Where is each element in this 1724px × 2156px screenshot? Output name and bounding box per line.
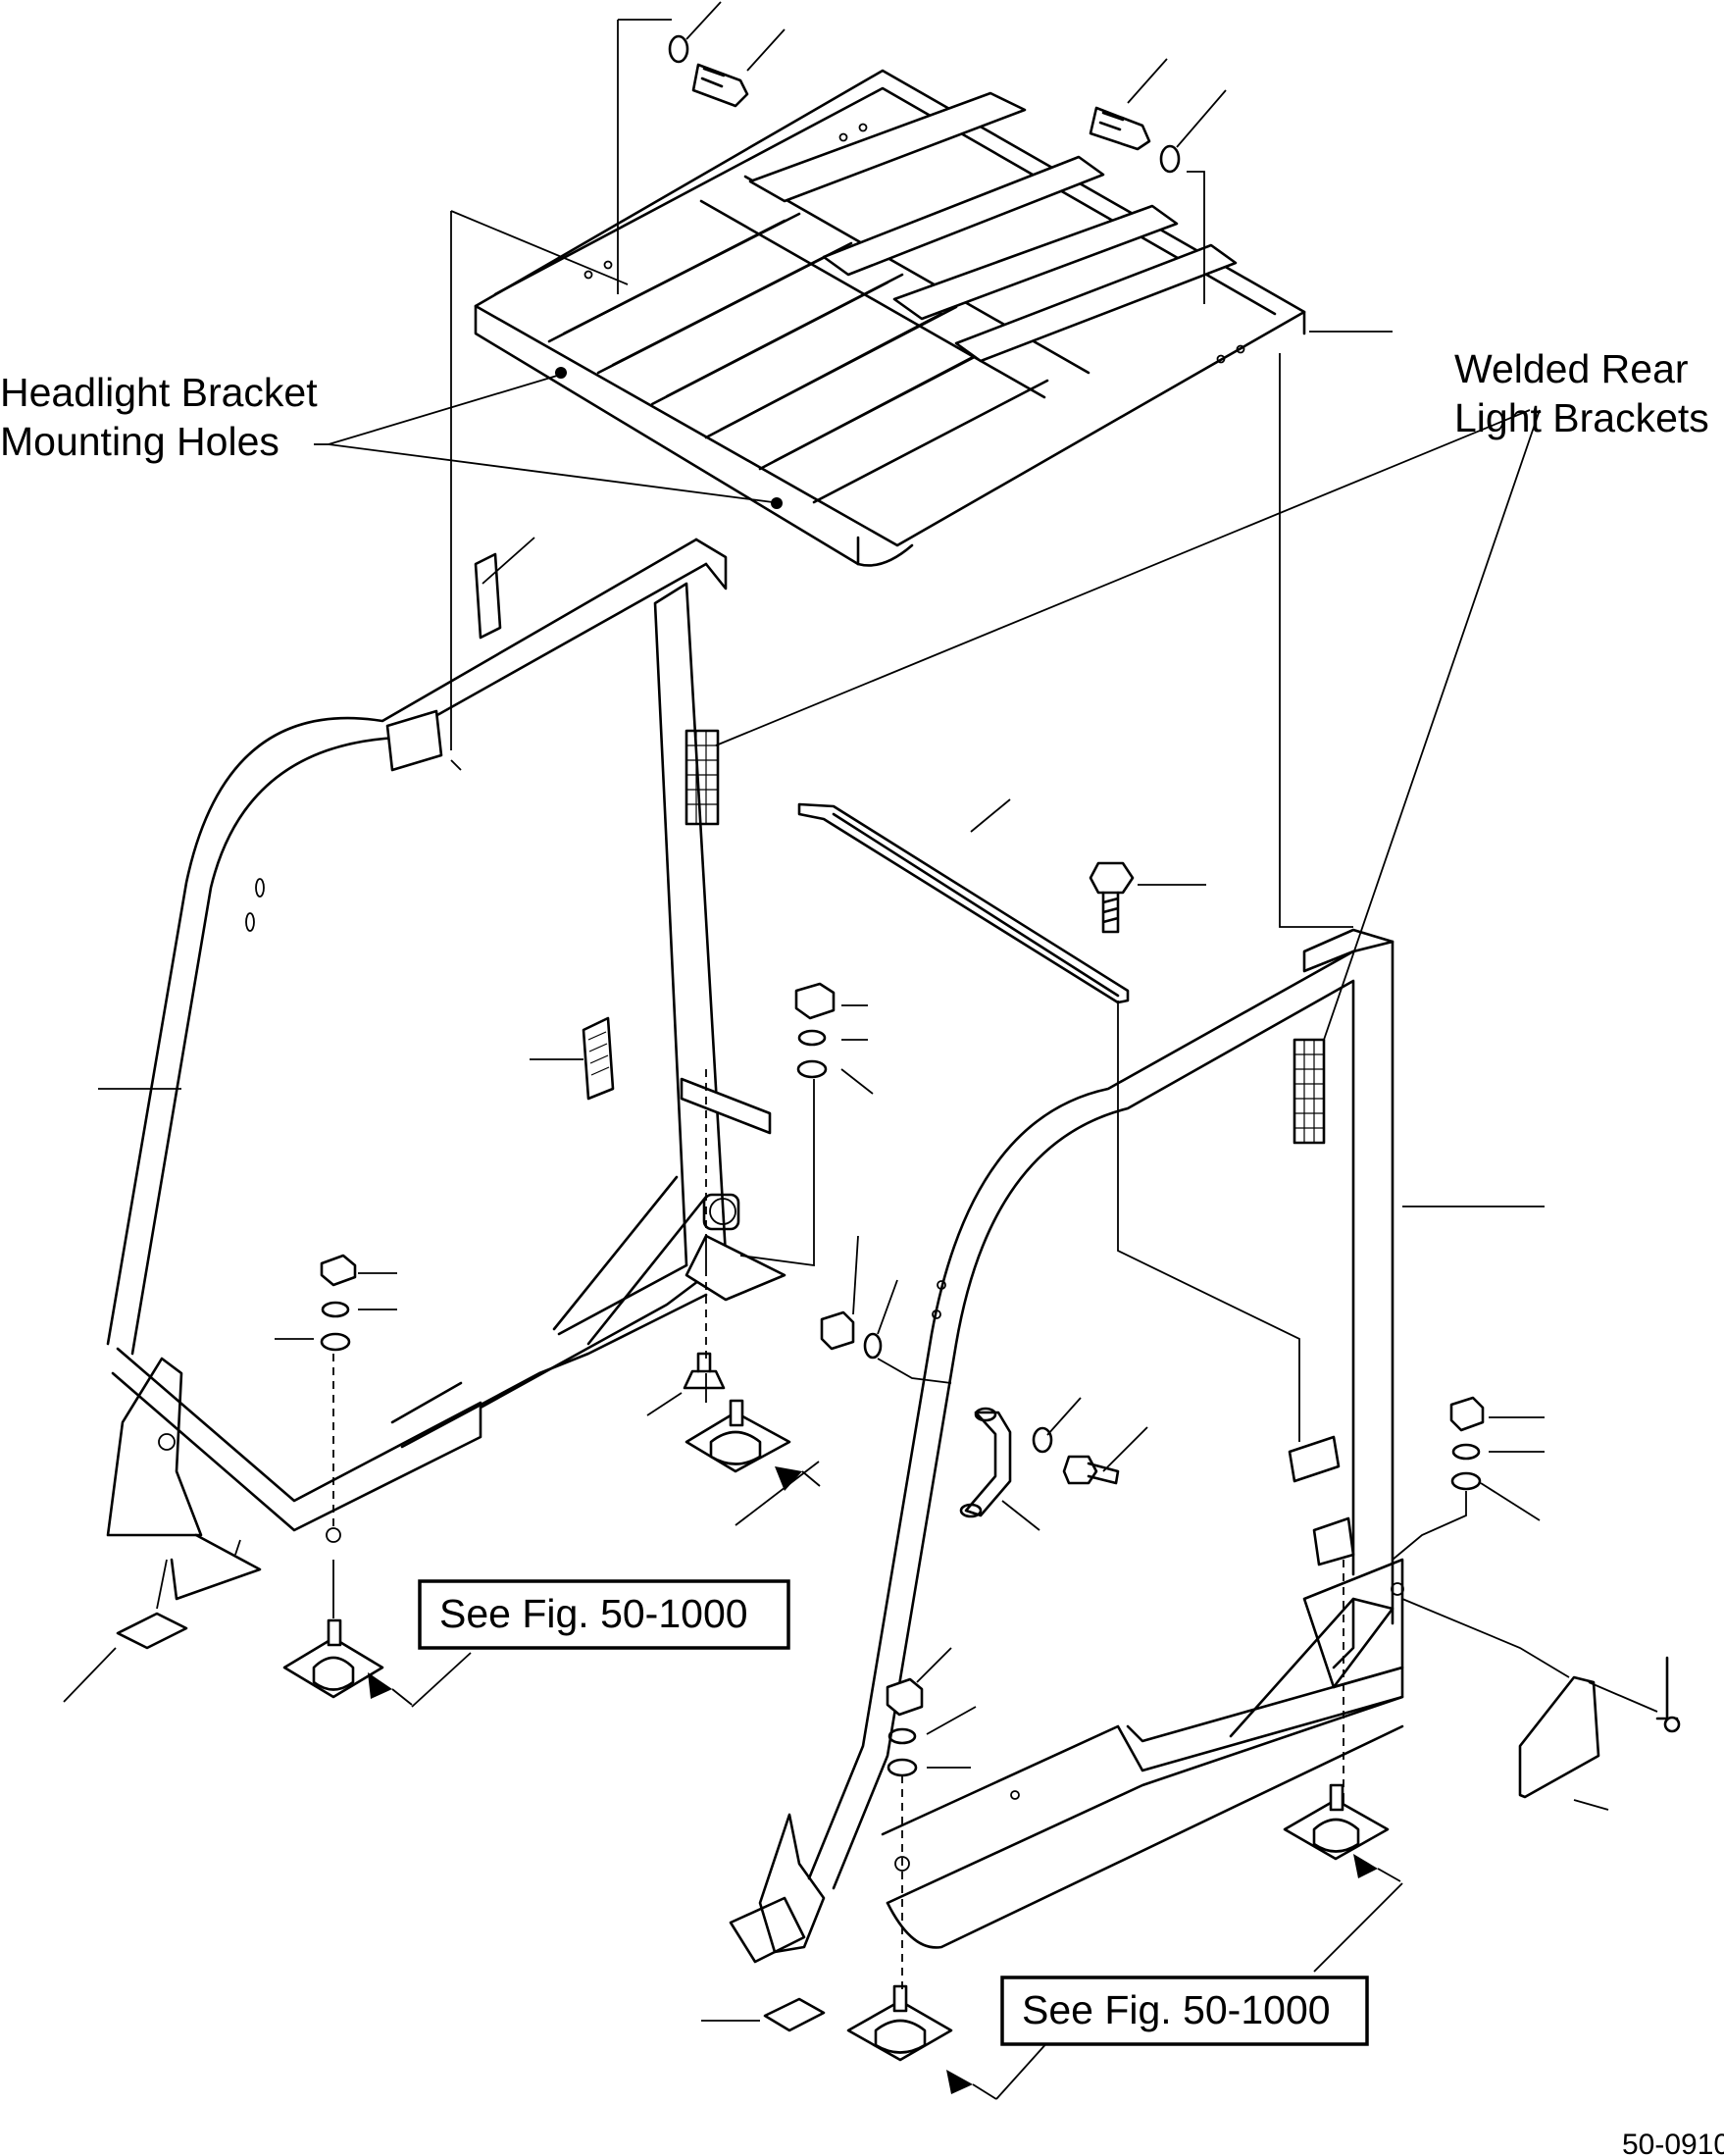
bolt-icon [1062, 1455, 1120, 1485]
lock-washer-icon [887, 1727, 917, 1745]
cab-mount-icon [846, 1984, 953, 2062]
nut-icon [820, 1310, 855, 1351]
bolt-icon [1089, 106, 1151, 151]
screw-icon [1655, 1656, 1681, 1733]
nut-icon [1449, 1396, 1485, 1432]
nut-icon [886, 1677, 924, 1717]
lock-washer-icon [1451, 1443, 1481, 1461]
lock-washer-icon [321, 1301, 350, 1318]
grab-handle [959, 1407, 1012, 1518]
tie-bar [797, 802, 1130, 1004]
bolt-icon [691, 63, 749, 108]
washer-icon [887, 1758, 918, 1777]
shim-plate-icon [116, 1612, 188, 1650]
rear-light-label-line2: Light Brackets [1454, 395, 1709, 440]
washer-icon [1450, 1471, 1482, 1491]
rear-light-bracket-grid [685, 729, 720, 826]
rear-light-bracket-grid [1293, 1038, 1326, 1145]
headlight-label-line2: Mounting Holes [0, 419, 279, 464]
headlight-label-line1: Headlight Bracket [0, 370, 318, 415]
figure-number: 50-0910 [1622, 2129, 1724, 2156]
lock-washer-icon [863, 1332, 883, 1360]
cab-mount-icon [685, 1399, 791, 1473]
nut-icon [320, 1254, 357, 1287]
reference-text-left: See Fig. 50-1000 [439, 1591, 748, 1636]
left-frame [106, 538, 786, 1601]
cab-mount-icon [282, 1618, 384, 1699]
washer-icon [668, 34, 689, 64]
washer-icon [1032, 1426, 1053, 1454]
arrow-icons [368, 1466, 1401, 2100]
lock-washer-icon [797, 1029, 827, 1047]
washer-icon [1159, 144, 1181, 174]
right-frame [729, 928, 1404, 1964]
shim-plate-icon [763, 1997, 826, 2032]
reference-box-left: See Fig. 50-1000 [418, 1579, 790, 1650]
bolt-icon [1089, 861, 1135, 934]
roof-canopy [474, 69, 1306, 567]
washer-icon [320, 1332, 351, 1352]
side-plate-icon [1518, 1675, 1600, 1799]
rear-light-label-line1: Welded Rear [1454, 346, 1689, 391]
reference-box-right: See Fig. 50-1000 [1000, 1976, 1369, 2046]
leader-lines [63, 1, 1658, 2100]
washer-icon [796, 1059, 828, 1079]
stud-icon [683, 1352, 726, 1390]
cab-mount-icon [1283, 1783, 1390, 1861]
nut-icon [794, 982, 836, 1020]
reference-text-right: See Fig. 50-1000 [1022, 1987, 1331, 2032]
